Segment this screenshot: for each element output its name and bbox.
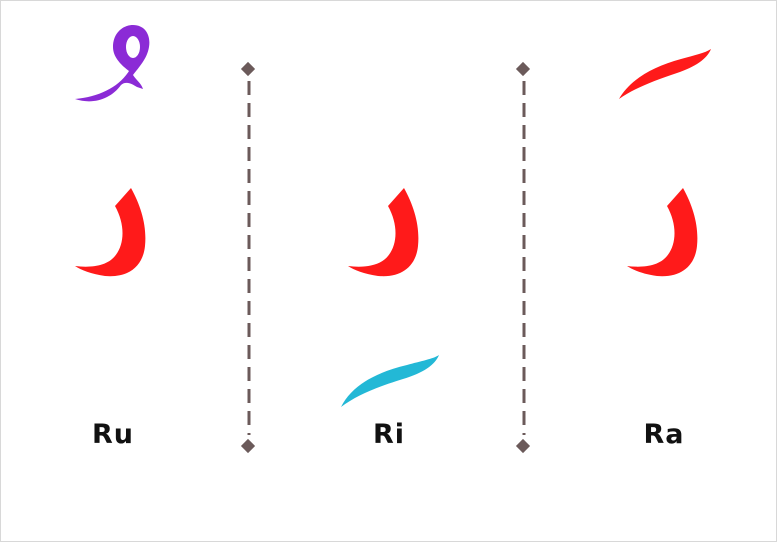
damma-mark: [75, 25, 150, 102]
ra-letter: [348, 188, 419, 277]
divider-left: [240, 61, 256, 454]
syllable-label: Ri: [372, 419, 406, 450]
divider-right: [515, 61, 531, 454]
column-ra: Ra: [523, 1, 777, 541]
syllable-label: Ru: [91, 419, 134, 450]
syllable-label: Ra: [643, 419, 685, 450]
kasra-mark: [341, 355, 439, 407]
fatha-mark: [619, 49, 711, 99]
ra-letter: [627, 188, 698, 277]
column-ru: Ru: [1, 1, 247, 541]
ra-letter: [75, 188, 146, 277]
column-ri: Ri: [247, 1, 523, 541]
